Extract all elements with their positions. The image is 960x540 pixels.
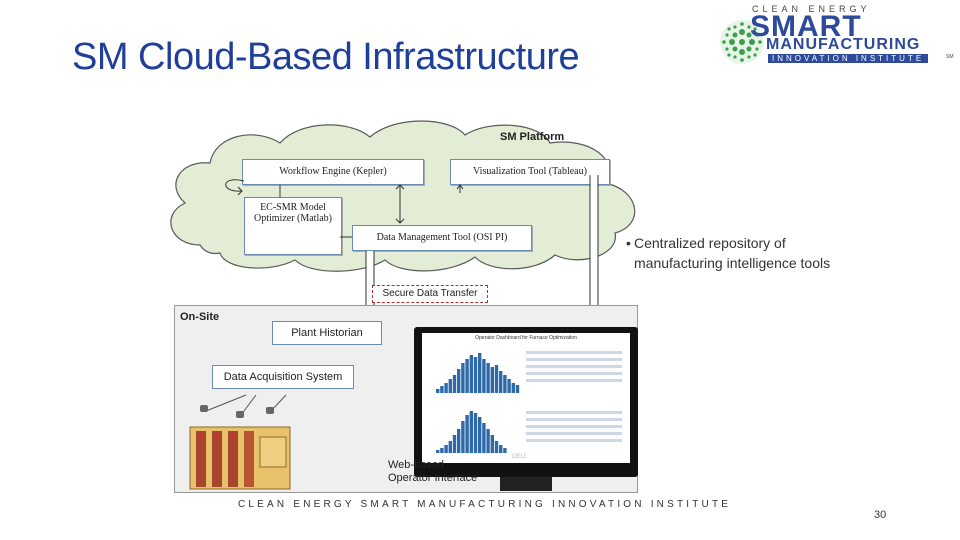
bullet-point: • Centralized repository of manufacturin…: [626, 233, 844, 273]
infrastructure-diagram: SM Platform Workflow Engine (Kepler) Vis…: [160, 115, 650, 495]
dashboard-bar: [515, 385, 520, 393]
dashboard-bar: [457, 429, 461, 453]
dashboard-bar: [465, 415, 469, 453]
dashboard-table-row: [526, 439, 622, 442]
dashboard-bar: [473, 357, 478, 393]
dashboard-bar: [444, 383, 448, 393]
dashboard-bar: [503, 375, 507, 393]
dashboard-bar: [461, 363, 465, 393]
dashboard-table-row: [526, 432, 622, 435]
dashboard-table-row: [526, 411, 622, 414]
footer-text: CLEAN ENERGY SMART MANUFACTURING INNOVAT…: [238, 499, 732, 510]
dashboard-table-row: [526, 418, 622, 421]
dashboard-charts: [436, 351, 622, 453]
dashboard-bar: [469, 355, 473, 393]
workflow-engine-box: Workflow Engine (Kepler): [242, 159, 424, 185]
dashboard-bar: [452, 375, 457, 393]
dashboard-table-row: [526, 379, 622, 382]
dashboard-bar: [511, 383, 515, 393]
dashboard-bar: [478, 353, 482, 393]
dashboard-bar: [499, 371, 503, 393]
dashboard-table-row: [526, 425, 622, 428]
dashboard-bar: [436, 450, 440, 453]
logo-smart: SMART: [750, 10, 862, 43]
dashboard-bar: [465, 359, 469, 393]
dashboard-bar: [436, 389, 440, 393]
dashboard-bar: [457, 369, 461, 393]
globe-logo-icon: [720, 20, 764, 64]
dashboard-bar: [486, 429, 490, 453]
logo-tm: SM: [946, 54, 954, 60]
logo-clean-energy: CLEAN ENERGY: [752, 4, 871, 14]
dashboard-bar: [440, 386, 444, 393]
dashboard-bar: [490, 435, 494, 453]
dashboard-bar: [503, 448, 507, 453]
dashboard-table-row: [526, 365, 622, 368]
logo-innovation-institute: INNOVATION INSTITUTE: [768, 54, 929, 63]
dashboard-bar: [448, 441, 452, 453]
dashboard-bar: [499, 445, 503, 453]
dashboard-bar: [452, 435, 457, 453]
dashboard-table-row: [526, 351, 622, 354]
dashboard-bar: [482, 359, 486, 393]
dashboard-bar: [448, 379, 452, 393]
dashboard-bar: [490, 367, 494, 393]
plant-historian-box: Plant Historian: [272, 321, 382, 345]
cloud-label: SM Platform: [500, 131, 565, 143]
dashboard-bar: [469, 411, 473, 453]
dashboard-bar: [494, 365, 499, 393]
page-number: 30: [874, 509, 887, 521]
dashboard-bar: [473, 413, 478, 453]
dashboard-bar: [444, 445, 448, 453]
dashboard-screen: Operator Dashboard for Furnace Optimizat…: [422, 333, 630, 463]
data-acquisition-box: Data Acquisition System: [212, 365, 354, 389]
monitor-stand: [500, 477, 552, 491]
dashboard-bar: [482, 423, 486, 453]
dashboard-bar: [440, 448, 444, 453]
bullet-dot-icon: •: [626, 235, 631, 251]
web-interface-label: Web-based Operator Interface: [388, 459, 478, 484]
dashboard-table-row: [526, 372, 622, 375]
monitor-brand: DELL: [512, 454, 528, 460]
visualization-tool-box: Visualization Tool (Tableau): [450, 159, 610, 185]
dashboard-bar: [494, 441, 499, 453]
dashboard-bar: [486, 363, 490, 393]
onsite-label: On-Site: [180, 311, 220, 323]
dashboard-bar: [461, 421, 465, 453]
secure-data-transfer: Secure Data Transfer: [372, 285, 488, 303]
bullet-text: Centralized repository of manufacturing …: [634, 235, 831, 271]
logo-manufacturing: MANUFACTURING: [766, 36, 921, 53]
dashboard-title: Operator Dashboard for Furnace Optimizat…: [475, 335, 577, 341]
furnace-illustration: [189, 394, 291, 490]
dashboard-bar: [507, 379, 511, 393]
dashboard-table-row: [526, 358, 622, 361]
slide-title: SM Cloud-Based Infrastructure: [72, 36, 580, 78]
optimizer-box: EC-SMR Model Optimizer (Matlab): [244, 197, 342, 255]
data-management-box: Data Management Tool (OSI PI): [352, 225, 532, 251]
dashboard-bar: [478, 417, 482, 453]
